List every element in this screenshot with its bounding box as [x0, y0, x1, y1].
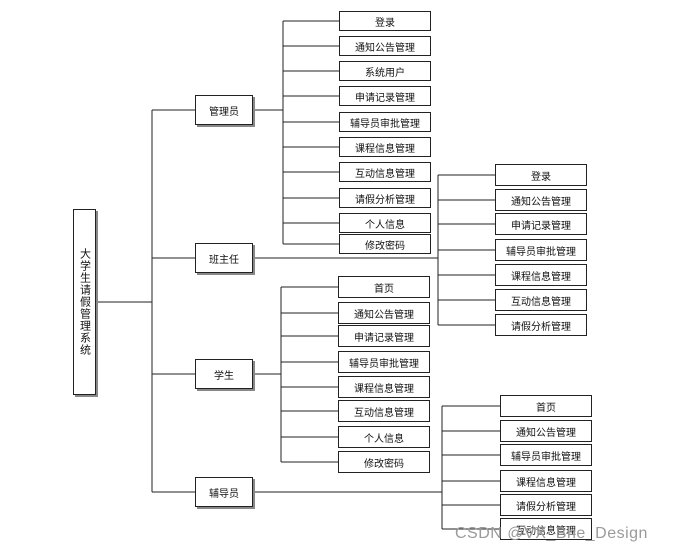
function-node-admin: 登录 — [339, 11, 431, 31]
function-node-admin: 个人信息 — [339, 213, 431, 233]
function-node-student: 首页 — [338, 276, 430, 298]
role-admin: 管理员 — [195, 95, 253, 125]
watermark-text: CSDN @VX_Bhe_Design — [455, 525, 648, 542]
function-node-headteacher: 通知公告管理 — [495, 189, 587, 211]
function-node-headteacher: 请假分析管理 — [495, 314, 587, 336]
function-node-headteacher: 辅导员审批管理 — [495, 239, 587, 261]
function-node-admin: 申请记录管理 — [339, 86, 431, 106]
function-node-counselor: 互动信息管理 — [500, 518, 592, 540]
function-node-headteacher: 登录 — [495, 164, 587, 186]
function-node-counselor: 首页 — [500, 395, 592, 417]
function-node-counselor: 课程信息管理 — [500, 470, 592, 492]
function-node-student: 个人信息 — [338, 426, 430, 448]
function-node-admin: 修改密码 — [339, 234, 431, 254]
function-node-headteacher: 申请记录管理 — [495, 213, 587, 235]
function-node-admin: 辅导员审批管理 — [339, 112, 431, 132]
function-node-headteacher: 互动信息管理 — [495, 289, 587, 311]
function-node-admin: 系统用户 — [339, 61, 431, 81]
function-node-student: 辅导员审批管理 — [338, 351, 430, 373]
role-headteacher: 班主任 — [195, 243, 253, 273]
function-node-student: 课程信息管理 — [338, 376, 430, 398]
function-node-headteacher: 课程信息管理 — [495, 264, 587, 286]
function-node-counselor: 请假分析管理 — [500, 494, 592, 516]
function-node-admin: 通知公告管理 — [339, 36, 431, 56]
root-node-system: 大学生请假管理系统 — [73, 209, 96, 395]
function-node-counselor: 通知公告管理 — [500, 420, 592, 442]
function-node-admin: 请假分析管理 — [339, 188, 431, 208]
function-node-admin: 课程信息管理 — [339, 137, 431, 157]
function-node-student: 申请记录管理 — [338, 325, 430, 347]
function-node-admin: 互动信息管理 — [339, 162, 431, 182]
function-node-student: 修改密码 — [338, 451, 430, 473]
function-node-student: 通知公告管理 — [338, 302, 430, 324]
function-node-counselor: 辅导员审批管理 — [500, 444, 592, 466]
role-student: 学生 — [195, 359, 253, 389]
function-node-student: 互动信息管理 — [338, 400, 430, 422]
role-counselor: 辅导员 — [195, 477, 253, 507]
